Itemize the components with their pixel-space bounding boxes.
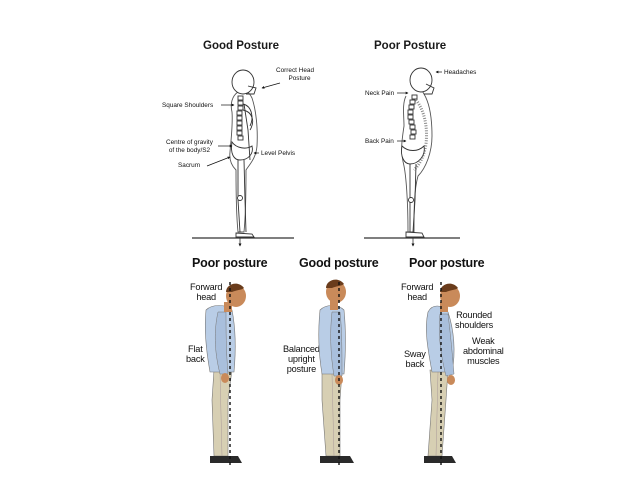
forward-head-left-label: Forward head xyxy=(190,282,223,302)
figure-left-flat-back xyxy=(204,283,246,463)
good-posture-skeleton xyxy=(229,69,258,238)
figure-middle-good-posture xyxy=(318,279,354,463)
good-posture-middle-title: Good posture xyxy=(299,256,379,270)
back-pain-label: Back Pain xyxy=(365,138,394,145)
rounded-shoulders-label: Rounded shoulders xyxy=(455,310,494,330)
neck-pain-label: Neck Pain xyxy=(365,90,395,97)
forward-head-right-label: Forward head xyxy=(401,282,434,302)
poor-posture-left-title: Poor posture xyxy=(192,256,268,270)
poor-posture-skeleton xyxy=(401,67,435,238)
poor-posture-label-arrows xyxy=(397,70,442,143)
good-posture-title: Good Posture xyxy=(203,40,280,52)
flat-back-label: Flat back xyxy=(186,344,205,364)
correct-head-label: Correct Head Posture xyxy=(276,67,315,82)
sacrum-label: Sacrum xyxy=(178,162,201,169)
poor-posture-right-title: Poor posture xyxy=(409,256,485,270)
good-posture-label-arrows xyxy=(206,82,281,167)
weak-abdominal-label: Weak abdominal muscles xyxy=(463,336,504,366)
level-pelvis-label: Level Pelvis xyxy=(261,150,296,157)
square-shoulders-label: Square Shoulders xyxy=(162,102,214,109)
sway-back-label: Sway back xyxy=(404,349,426,369)
centre-gravity-label: Centre of gravity of the body/S2 xyxy=(166,139,213,154)
balanced-upright-label: Balanced upright posture xyxy=(283,344,320,374)
figure-right-sway-back xyxy=(424,283,460,463)
headaches-label: Headaches xyxy=(444,69,477,76)
poor-posture-title: Poor Posture xyxy=(374,40,447,52)
